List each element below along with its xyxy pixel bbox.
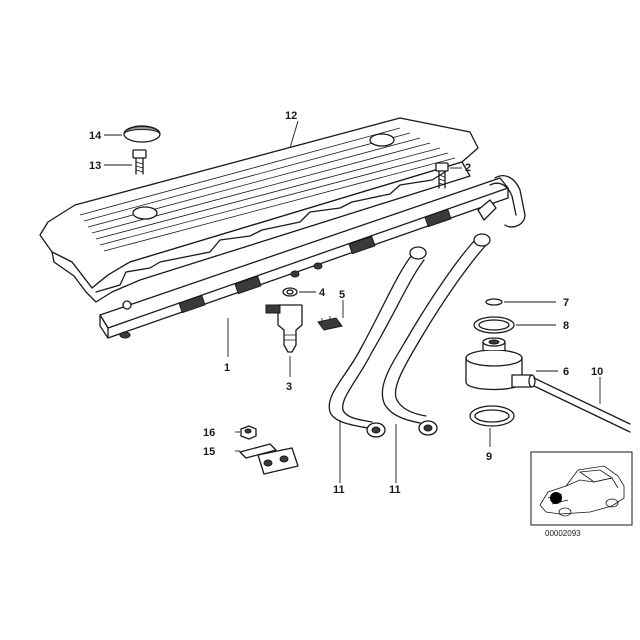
- callout-4: 4: [319, 287, 326, 299]
- callout-2: 2: [465, 162, 471, 174]
- callout-11-right: 11: [389, 484, 401, 496]
- fuel-hose-icon: [328, 233, 491, 438]
- pressure-regulator-icon: [465, 337, 536, 391]
- nut-icon: [240, 425, 257, 440]
- vacuum-line-icon: [533, 377, 631, 433]
- callout-13: 13: [89, 160, 101, 172]
- callout-labels: 12 14 13 2 1 4 5 3 7 8 6 10 9 16 15 11 1…: [89, 110, 603, 496]
- cover-cap-icon: [123, 125, 161, 143]
- location-inset: [530, 451, 633, 526]
- callout-9: 9: [486, 451, 492, 463]
- injector-clip-icon: [317, 316, 343, 331]
- callout-8: 8: [563, 320, 569, 332]
- callout-6: 6: [563, 366, 569, 378]
- callout-15: 15: [203, 446, 215, 458]
- fuel-injector-icon: [265, 287, 303, 353]
- callout-7: 7: [563, 297, 569, 309]
- callout-5: 5: [339, 289, 345, 301]
- bolt-icon: [435, 162, 449, 189]
- callout-1: 1: [224, 362, 230, 374]
- callout-11-left: 11: [333, 484, 345, 496]
- engine-cover-icon: [39, 117, 479, 303]
- callout-16: 16: [203, 427, 215, 439]
- cover-bolt-icon: [132, 149, 147, 175]
- retaining-ring-icon: [469, 405, 515, 427]
- fuel-rail-icon: [99, 175, 526, 339]
- o-ring-small-icon: [485, 298, 503, 306]
- callout-3: 3: [286, 381, 292, 393]
- callout-12: 12: [285, 110, 297, 122]
- leader-lines: [104, 120, 601, 483]
- o-ring-large-icon: [473, 316, 515, 334]
- catalog-number: 00002093: [545, 529, 581, 538]
- callout-10: 10: [591, 366, 603, 378]
- bracket-icon: [239, 443, 299, 475]
- callout-14: 14: [89, 130, 102, 142]
- car-location-icon: [539, 465, 625, 517]
